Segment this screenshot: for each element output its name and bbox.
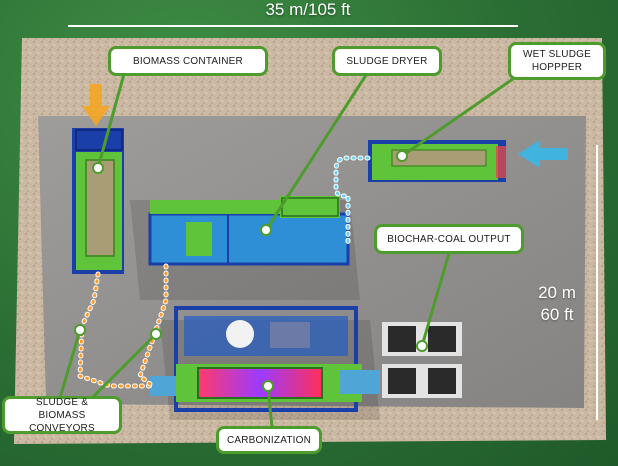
label-carbonization: CARBONIZATION: [216, 426, 322, 454]
width-dimension-label: 35 m/105 ft: [265, 0, 351, 19]
callout-dots: [74, 150, 428, 392]
label-conveyors: SLUDGE & BIOMASS CONVEYORS: [2, 396, 122, 434]
label-conveyors-line2: CONVEYORS: [29, 422, 95, 434]
biomass-container: [72, 128, 124, 274]
biochar-output-bins: [382, 322, 462, 398]
callout-lines: [58, 71, 521, 429]
label-wet-sludge-hopper-line1: WET SLUDGE: [523, 49, 591, 60]
label-wet-sludge-hopper: WET SLUDGE HOPPPER: [508, 42, 606, 80]
label-sludge-dryer: SLUDGE DRYER: [332, 46, 442, 76]
sludge-dryer: [148, 196, 350, 266]
height-dimension-label-ft: 60 ft: [540, 305, 574, 324]
wet-sludge-hopper: [368, 140, 506, 182]
label-biomass-container: BIOMASS CONTAINER: [108, 46, 268, 76]
label-biochar-output: BIOCHAR-COAL OUTPUT: [374, 224, 524, 254]
height-dimension-label-m: 20 m: [538, 283, 576, 302]
label-wet-sludge-hopper-line2: HOPPPER: [531, 62, 583, 73]
wet-sludge-feed-arrow-icon: [518, 140, 568, 168]
biomass-input-arrow-icon: [82, 84, 110, 126]
label-conveyors-line1: SLUDGE & BIOMASS: [35, 396, 89, 421]
